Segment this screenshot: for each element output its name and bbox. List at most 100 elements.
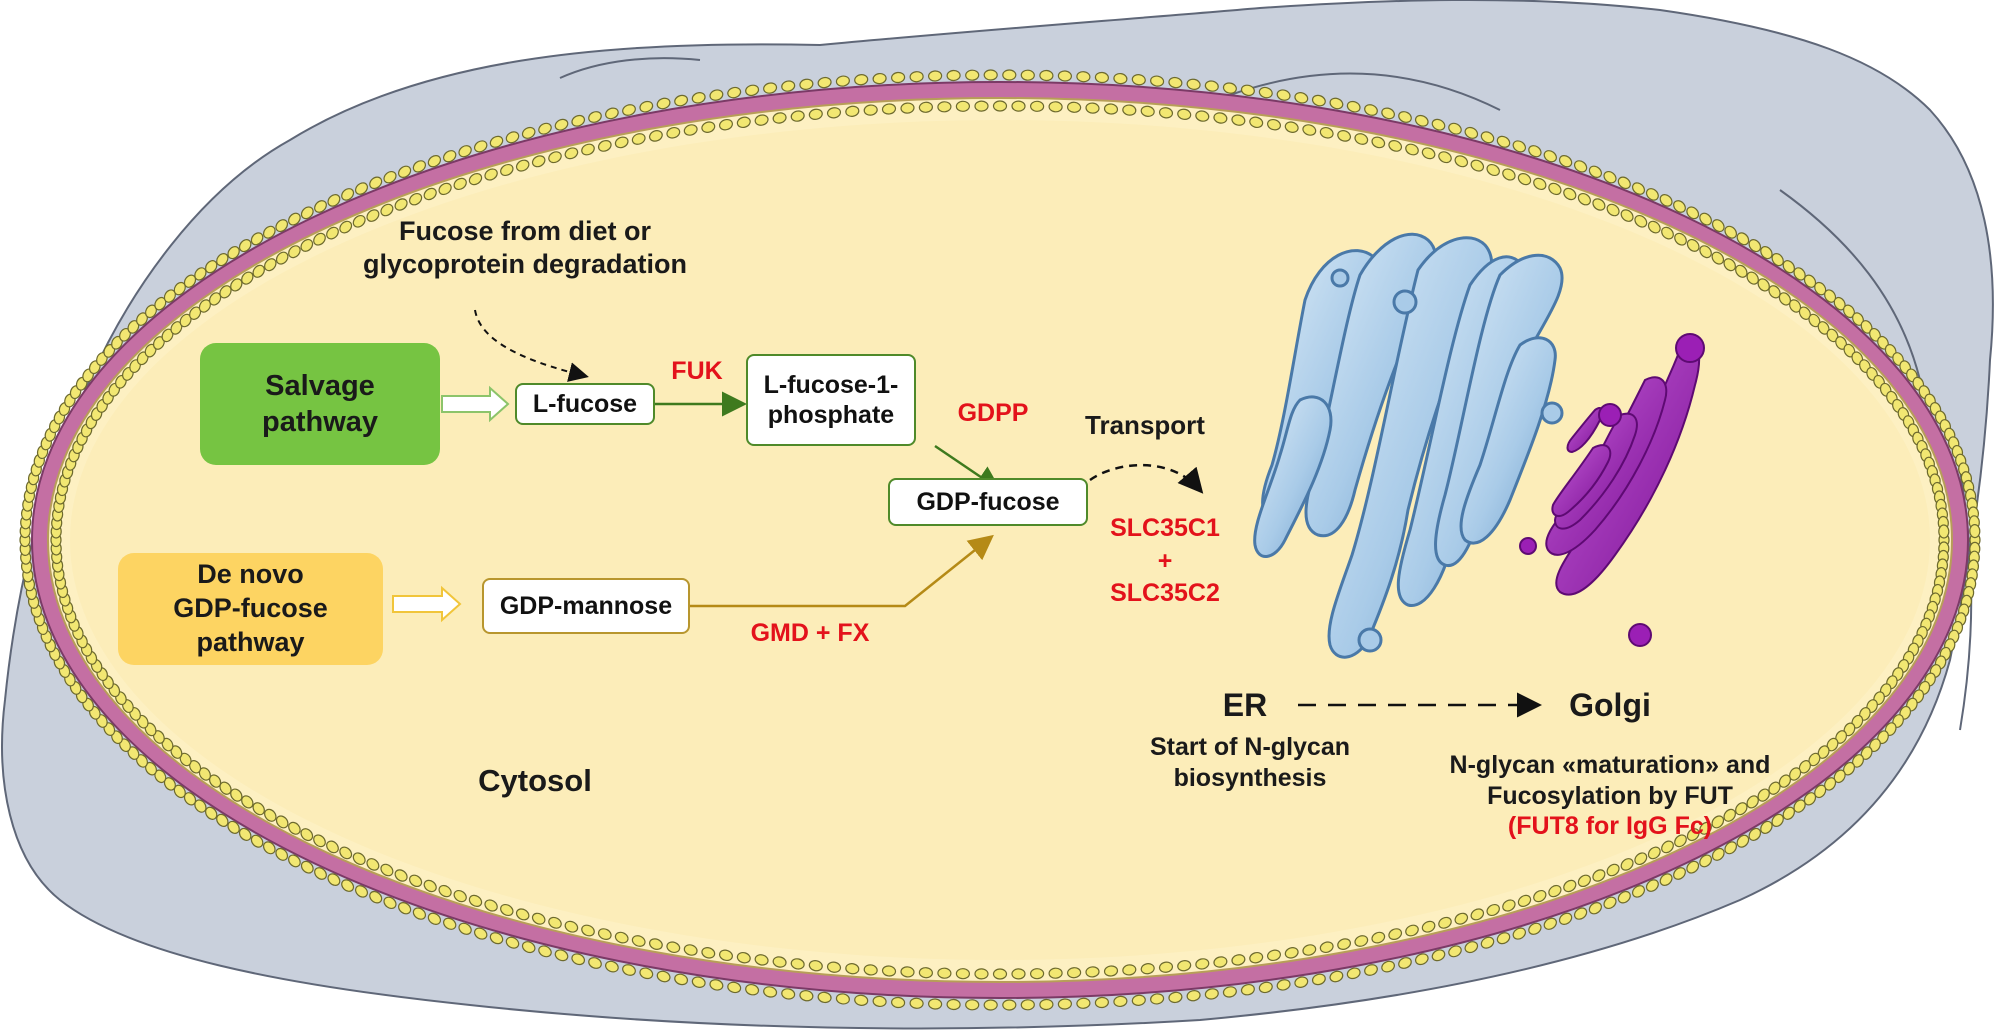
membrane-bead <box>691 92 706 104</box>
membrane-bead <box>458 145 472 158</box>
membrane-bead <box>1258 86 1273 99</box>
membrane-bead <box>250 834 264 848</box>
membrane-bead <box>1782 260 1795 274</box>
membrane-bead <box>1798 760 1811 774</box>
membrane-bead <box>1645 188 1659 201</box>
membrane-bead <box>1502 168 1516 181</box>
salvage-label-line1: Salvage <box>265 369 375 402</box>
membrane-bead <box>1760 820 1773 834</box>
membrane-bead <box>1686 206 1700 220</box>
membrane-bead <box>473 927 488 940</box>
membrane-bead <box>394 198 408 211</box>
membrane-bead <box>1294 976 1309 988</box>
membrane-bead <box>409 874 423 888</box>
membrane-bead <box>1496 932 1511 945</box>
membrane-bead <box>380 203 394 217</box>
membrane-bead <box>339 846 353 860</box>
membrane-bead <box>1213 956 1228 968</box>
membrane-bead <box>468 894 483 908</box>
membrane-bead <box>216 253 229 267</box>
membrane-bead <box>1592 198 1606 211</box>
membrane-bead <box>398 901 412 915</box>
membrane-bead <box>500 163 514 177</box>
membrane-bead <box>1113 995 1128 1008</box>
membrane-bead <box>674 94 689 107</box>
membrane-bead <box>1067 967 1082 979</box>
membrane-bead <box>1673 200 1686 213</box>
membrane-bead <box>909 71 924 83</box>
membrane-bead <box>1606 203 1620 217</box>
membrane-bead <box>1793 799 1806 813</box>
membrane-bead <box>423 187 437 201</box>
membrane-bead <box>992 968 1008 980</box>
membrane-bead <box>1592 869 1606 882</box>
membrane-bead <box>369 890 383 904</box>
membrane-bead <box>369 176 383 190</box>
membrane-bead <box>1686 238 1700 252</box>
membrane-bead <box>538 122 552 135</box>
enzyme-gmd-fx: GMD + FX <box>750 619 870 647</box>
membrane-bead <box>443 150 457 163</box>
membrane-bead <box>1517 172 1532 186</box>
membrane-bead <box>1011 100 1026 112</box>
membrane-bead <box>1249 116 1264 129</box>
membrane-bead <box>1563 187 1577 201</box>
membrane-bead <box>900 102 915 114</box>
membrane-bead <box>1276 89 1291 101</box>
cytosol-label: Cytosol <box>478 763 592 798</box>
l-fucose-1-phosphate-line2: phosphate <box>767 401 895 429</box>
membrane-bead <box>1620 209 1634 222</box>
membrane-bead <box>1057 70 1072 82</box>
membrane-bead <box>745 84 760 97</box>
membrane-bead <box>727 86 742 99</box>
membrane-bead <box>863 964 878 976</box>
golgi-caption-line2: Fucosylation by FUT <box>1487 781 1733 810</box>
membrane-bead <box>1405 924 1419 937</box>
membrane-bead <box>1548 884 1562 898</box>
membrane-bead <box>548 151 562 164</box>
membrane-bead <box>1002 999 1017 1011</box>
membrane-bead <box>173 784 186 799</box>
membrane-bead <box>1686 828 1700 842</box>
membrane-bead <box>241 271 254 285</box>
membrane-bead <box>300 828 314 842</box>
membrane-bead <box>881 103 897 115</box>
membrane-bead <box>826 107 842 119</box>
membrane-bead <box>666 126 681 139</box>
membrane-bead <box>241 795 254 809</box>
membrane-bead <box>1746 795 1759 809</box>
membrane-bead <box>736 116 751 129</box>
membrane-bead <box>845 963 860 975</box>
membrane-bead <box>1140 105 1155 117</box>
membrane-bead <box>1195 110 1210 122</box>
membrane-bead <box>1480 131 1495 144</box>
membrane-bead <box>719 949 733 962</box>
membrane-bead <box>198 767 211 781</box>
membrane-bead <box>412 160 427 173</box>
membrane-bead <box>854 74 869 86</box>
membrane-bead <box>352 852 366 866</box>
membrane-bead <box>581 924 595 937</box>
golgi-label: Golgi <box>1569 687 1651 723</box>
diet-dashed-arrow <box>474 309 589 382</box>
membrane-bead <box>1150 993 1165 1005</box>
membrane-bead <box>826 961 842 973</box>
membrane-bead <box>1186 990 1201 1002</box>
membrane-bead <box>1346 100 1361 113</box>
membrane-bead <box>863 104 878 116</box>
membrane-bead <box>1470 908 1485 921</box>
membrane-bead <box>1782 806 1795 820</box>
membrane-bead <box>484 168 498 181</box>
denovo-label-line1: De novo <box>197 559 304 590</box>
membrane-bead <box>1659 194 1673 207</box>
membrane-bead <box>1814 784 1827 799</box>
membrane-bead <box>1512 140 1527 153</box>
membrane-bead <box>845 105 860 117</box>
membrane-bead <box>1186 78 1201 90</box>
membrane-bead <box>1195 958 1210 970</box>
membrane-bead <box>1048 967 1063 979</box>
membrane-bead <box>1364 104 1378 116</box>
membrane-bead <box>683 944 698 956</box>
membrane-bead <box>1039 69 1054 82</box>
